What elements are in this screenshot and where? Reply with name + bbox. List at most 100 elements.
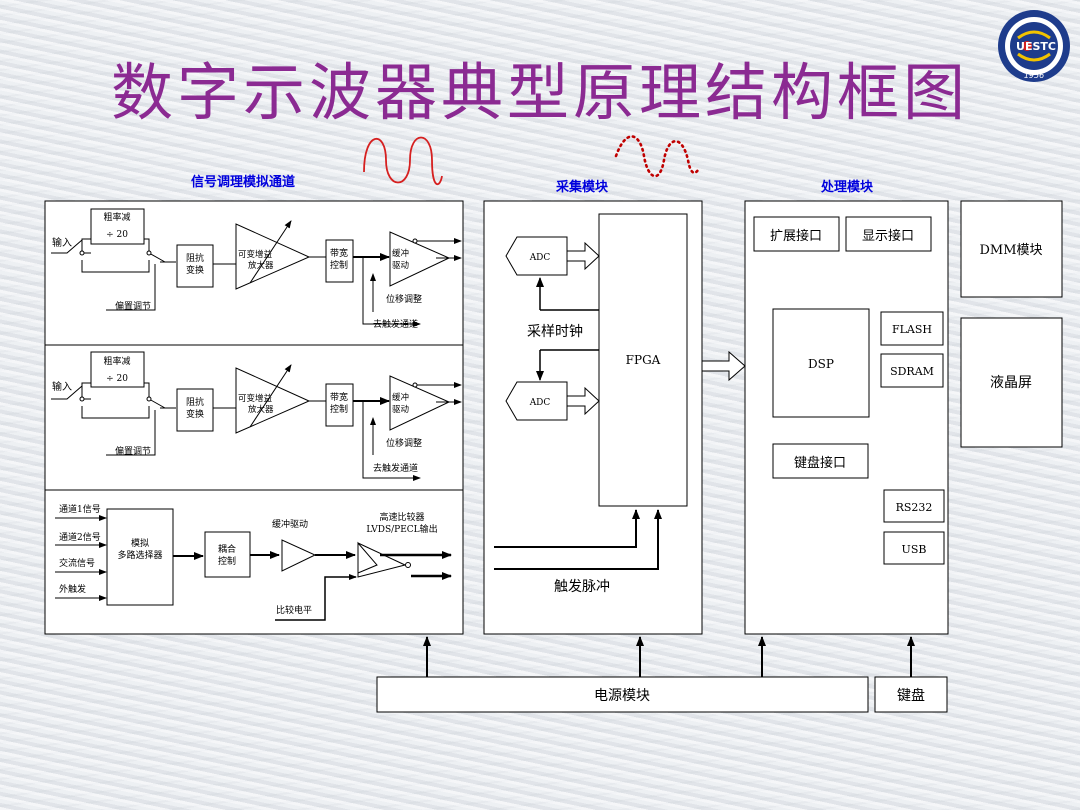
page-title: 数字示波器典型原理结构框图 (110, 56, 969, 129)
trig-buffer-label: 缓冲驱动 (272, 518, 308, 530)
trig-ch2-label: 通道2信号 (59, 531, 101, 543)
ch1-vga-label2: 放大器 (248, 260, 274, 271)
ch1-vga-triangle (235, 223, 311, 290)
trigger-pulse-label: 触发脉冲 (554, 579, 610, 595)
ch1-bw-label2: 控制 (330, 259, 348, 271)
lcd-box (960, 317, 1063, 448)
comparator-label2: LVDS/PECL输出 (366, 523, 437, 535)
ch1-switch2 (148, 252, 176, 263)
coupling-label1: 耦合 (218, 543, 236, 555)
sample-clock-label: 采样时钟 (527, 323, 583, 340)
fpga-label: FPGA (626, 353, 661, 367)
ch1-bandwidth-box (325, 239, 354, 283)
channel2-group: 输入 粗率减 ÷ 20 阻抗 变换 可变增益 放大器 带宽 控制 缓冲 驱动 位… (51, 351, 462, 481)
ch2-input-label: 输入 (52, 380, 72, 393)
dmm-label: DMM模块 (979, 243, 1042, 258)
section-proc-header: 处理模块 (820, 179, 874, 195)
ch2-trigger-label: 去触发通道 (373, 462, 418, 474)
ch1-attenuator-box (90, 208, 145, 245)
section-signal-header: 信号调理模拟通道 (191, 174, 295, 190)
sdram-box (880, 353, 944, 388)
mux-box (106, 508, 174, 606)
ch1-switch-lines (51, 238, 150, 273)
acquisition-group: FPGA ADC ADC 采样时钟 触发脉冲 (494, 213, 688, 595)
ch2-buffer-triangle (389, 375, 451, 431)
ch1-input-label: 输入 (52, 236, 72, 249)
coupling-box (204, 531, 251, 578)
logo-text: UESTC (1016, 40, 1056, 53)
sdram-label: SDRAM (890, 365, 934, 378)
adc1-label: ADC (529, 253, 551, 263)
fpga-to-dsp-arrow (701, 350, 746, 382)
flash-label: FLASH (892, 323, 932, 336)
ch2-bandwidth-box (325, 383, 354, 427)
expand-interface-label: 扩展接口 (770, 228, 822, 244)
keyboard-interface-box (772, 443, 869, 479)
trig-ext-label: 外触发 (59, 583, 86, 595)
ch1-position-label: 位移调整 (386, 293, 422, 305)
ch1-impedance-label2: 变换 (186, 264, 204, 276)
ch1-impedance-label1: 阻抗 (186, 252, 204, 264)
analog-wave-icon (363, 136, 443, 186)
adc2-label: ADC (529, 398, 551, 408)
adc2-bus-arrow (566, 386, 600, 416)
trig-buffer-triangle (281, 539, 317, 572)
logo-year: 1956 (1024, 71, 1044, 80)
fpga-box (598, 213, 688, 507)
rs232-box (883, 489, 945, 523)
ch1-bw-label1: 带宽 (330, 247, 348, 259)
usb-label: USB (902, 543, 927, 556)
ch1-trigger-label: 去触发通道 (373, 318, 418, 330)
comparator-level-label: 比较电平 (276, 604, 312, 616)
rs232-label: RS232 (896, 501, 933, 514)
ch2-offset-label: 偏置调节 (115, 445, 151, 457)
keyboard-interface-label: 键盘接口 (794, 455, 846, 471)
power-module-box (376, 676, 869, 713)
mux-label1: 模拟 (131, 537, 149, 549)
keyboard-label: 键盘 (897, 687, 925, 704)
comparator-label1: 高速比较器 (379, 511, 424, 523)
ch2-attenuator-box (90, 351, 145, 388)
trig-ac-label: 交流信号 (59, 557, 95, 569)
trig-ch1-label: 通道1信号 (59, 503, 101, 515)
ch2-buf-label2: 驱动 (392, 404, 410, 415)
external-group: DMM模块 液晶屏 电源模块 键盘 (376, 200, 1063, 713)
ch1-buf-label1: 缓冲 (392, 248, 409, 259)
ch2-div20-label: ÷ 20 (106, 374, 128, 384)
university-logo: UESTC 1956 (998, 10, 1070, 82)
ch2-vga-label2: 放大器 (248, 404, 274, 415)
ch1-vga-label1: 可变增益 (238, 249, 273, 260)
display-interface-label: 显示接口 (862, 228, 914, 244)
ch1-attenuator-label: 粗率减 (103, 211, 130, 223)
trigger-group: 通道1信号 通道2信号 交流信号 外触发 模拟 多路选择器 耦合 控制 缓冲驱动… (55, 503, 452, 621)
dsp-box (772, 308, 870, 418)
section-acq-header: 采集模块 (555, 179, 609, 195)
ch1-impedance-box (176, 244, 214, 288)
processing-group: 扩展接口 显示接口 DSP FLASH SDRAM 键盘接口 RS232 USB (753, 216, 945, 565)
power-module-label: 电源模块 (594, 688, 650, 704)
display-interface-box (845, 216, 932, 252)
ch2-buf-label1: 缓冲 (392, 392, 409, 403)
mux-label2: 多路选择器 (117, 549, 162, 561)
ch1-div20-label: ÷ 20 (106, 230, 128, 240)
ch2-impedance-label2: 变换 (186, 408, 204, 420)
lcd-label: 液晶屏 (990, 375, 1032, 391)
ch2-position-label: 位移调整 (386, 437, 422, 449)
channel1-group: 输入 粗率减 ÷ 20 阻抗 变换 可变增益 放大器 带宽 控制 缓冲 驱动 位… (51, 208, 462, 330)
expand-interface-box (753, 216, 840, 252)
dmm-box (960, 200, 1063, 298)
ch2-vga-label1: 可变增益 (238, 393, 273, 404)
ch2-vga-triangle (235, 367, 311, 434)
ch2-attenuator-label: 粗率减 (103, 355, 130, 367)
ch2-impedance-label1: 阻抗 (186, 396, 204, 408)
sampled-wave-icon (614, 135, 700, 178)
coupling-label2: 控制 (218, 555, 236, 567)
flash-box (880, 311, 944, 346)
ch2-bw-label1: 带宽 (330, 391, 348, 403)
ch2-impedance-box (176, 388, 214, 432)
ch1-buf-label2: 驱动 (392, 260, 410, 271)
dsp-label: DSP (808, 357, 834, 371)
ch1-buffer-triangle (389, 231, 451, 287)
adc1-bus-arrow (566, 241, 600, 271)
